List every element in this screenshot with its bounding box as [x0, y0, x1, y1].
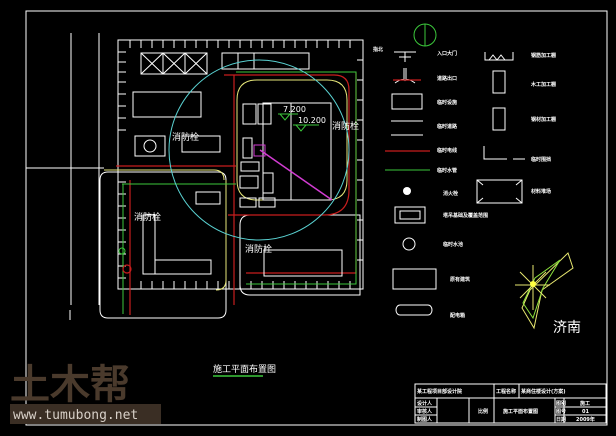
tower-crane-icon: [253, 144, 266, 157]
legend-symbols: [385, 23, 525, 316]
road-edge: [104, 169, 227, 291]
svg-text:入口大门: 入口大门: [437, 50, 457, 57]
svg-text:制图人: 制图人: [417, 416, 433, 423]
drawing-title: 施工平面布置图: [213, 363, 276, 375]
title-block: [414, 383, 607, 424]
hydrant-label: 消防栓: [134, 211, 161, 223]
svg-text:施工: 施工: [579, 400, 590, 407]
road-edge: [69, 171, 227, 320]
watermark-url: www.tumubong.net: [13, 408, 138, 423]
watermark-logo: 土木帮: [10, 362, 130, 408]
road-edge: [239, 214, 361, 296]
site-buildings: [132, 52, 343, 277]
elevation-label: 7.200: [283, 105, 306, 114]
wind-rose-icon: [515, 252, 574, 330]
title-block-text: 某工程项目部设计院 工程名称 某商住楼设计(方案) 设计人 审核人 制图人 比例…: [416, 388, 595, 423]
legend-labels-right: 钢筋加工棚 木工加工棚 钢材加工棚 临时围挡 材料堆场: [530, 52, 556, 195]
hydrant-label: 消防栓: [245, 243, 272, 255]
svg-text:道路出口: 道路出口: [437, 75, 457, 82]
svg-text:某商住楼设计(方案): 某商住楼设计(方案): [520, 388, 566, 395]
svg-text:01: 01: [582, 409, 589, 415]
svg-text:临时电线: 临时电线: [437, 147, 457, 154]
hydrant-label: 消防栓: [172, 131, 199, 143]
svg-text:施工平面布置图: 施工平面布置图: [502, 408, 538, 415]
temp-water-pipe: [122, 71, 357, 314]
svg-text:消火栓: 消火栓: [443, 190, 458, 197]
temp-power-line: [116, 74, 350, 315]
svg-text:工程名称: 工程名称: [496, 388, 516, 395]
hydrant-marker: [122, 264, 132, 274]
elevation-label: 10.200: [298, 116, 326, 125]
crane-boom: [259, 149, 333, 201]
legend-north-label: 指北: [373, 46, 383, 53]
svg-text:图别: 图别: [556, 400, 566, 407]
svg-text:临时水池: 临时水池: [443, 241, 463, 248]
svg-text:木工加工棚: 木工加工棚: [530, 81, 556, 88]
svg-text:比例: 比例: [478, 408, 488, 415]
city-label: 济南: [553, 320, 581, 336]
watermark-band: [10, 404, 161, 424]
svg-text:塔吊基础及覆盖范围: 塔吊基础及覆盖范围: [443, 212, 488, 219]
svg-text:日期: 日期: [556, 416, 566, 423]
svg-text:原有建筑: 原有建筑: [450, 276, 470, 283]
svg-text:钢材加工棚: 钢材加工棚: [531, 116, 556, 123]
svg-text:2009年: 2009年: [576, 416, 595, 423]
crane-coverage-circle: [168, 59, 350, 241]
hydrant-label: 消防栓: [332, 120, 359, 132]
svg-text:钢筋加工棚: 钢筋加工棚: [531, 52, 556, 59]
svg-text:设计人: 设计人: [417, 400, 433, 407]
svg-text:某工程项目部设计院: 某工程项目部设计院: [416, 388, 462, 395]
drawing-frame: [25, 10, 608, 426]
svg-text:配电箱: 配电箱: [450, 312, 465, 319]
legend-labels-left: 入口大门 道路出口 临时设施 临时道路 临时电线 临时水管 消火栓 塔吊基础及覆…: [437, 50, 488, 319]
svg-text:审核人: 审核人: [417, 408, 433, 415]
hydrant-marker: [118, 247, 126, 255]
elevation-markers: [278, 113, 319, 132]
svg-text:材料堆场: 材料堆场: [531, 188, 551, 195]
svg-text:图号: 图号: [556, 408, 566, 415]
svg-text:临时水管: 临时水管: [437, 167, 457, 174]
svg-text:临时围挡: 临时围挡: [531, 156, 551, 163]
svg-text:临时道路: 临时道路: [437, 123, 458, 130]
svg-text:临时设施: 临时设施: [437, 99, 457, 106]
